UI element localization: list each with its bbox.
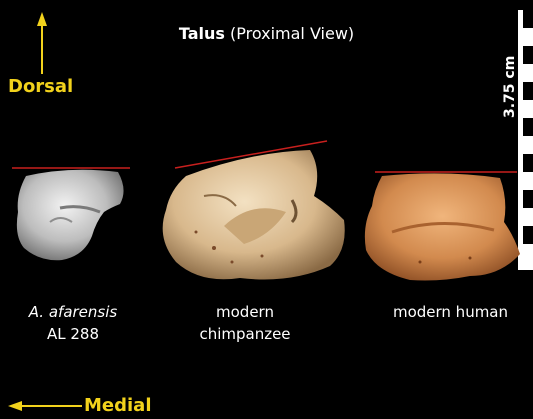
specimen-species: A. afarensis [29,303,117,321]
specimen-line1: modern [175,301,315,323]
scale-bar-label: 3.75 cm [502,58,522,118]
specimen-label-chimpanzee: modern chimpanzee [175,301,315,345]
medial-arrow-icon [8,401,82,411]
scale-bar [518,10,533,270]
dorsal-arrow-icon [37,12,47,74]
talus-chimpanzee [163,150,345,280]
dorsal-label: Dorsal [8,76,73,97]
specimen-label-human: modern human [368,301,533,323]
figure-title: Talus (Proximal View) [0,24,533,43]
specimen-line1: modern human [368,301,533,323]
specimen-label-afarensis: A. afarensis AL 288 [8,301,138,345]
talus-afarensis [17,170,124,261]
specimen-id: AL 288 [8,323,138,345]
specimen-line2: chimpanzee [175,323,315,345]
talus-human [365,173,520,280]
medial-label: Medial [84,395,152,416]
